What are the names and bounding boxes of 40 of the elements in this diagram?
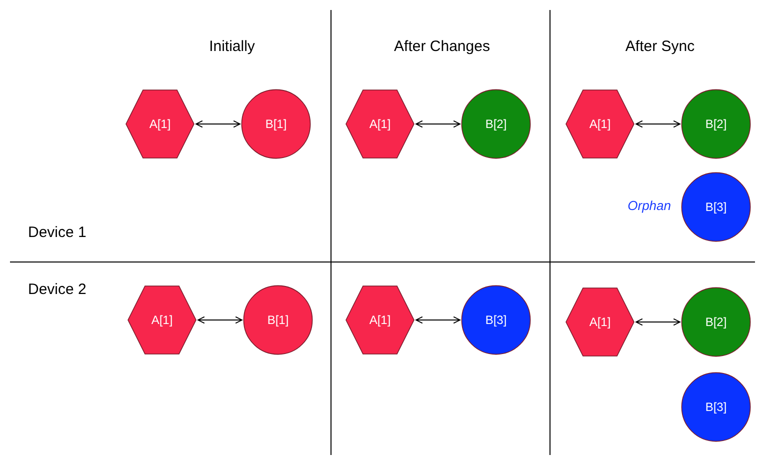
circle-node [241, 89, 311, 159]
circle-node [681, 89, 751, 159]
hexagon-node [565, 287, 635, 357]
hexagon-node [127, 285, 197, 355]
double-arrow [198, 316, 242, 324]
double-arrow [636, 318, 680, 326]
node-label: B[2] [704, 315, 728, 329]
circle-node [243, 285, 313, 355]
row-header: Device 1 [28, 224, 86, 241]
row-header: Device 2 [28, 281, 86, 298]
node-label: A[1] [588, 117, 612, 131]
node-label: B[2] [484, 117, 508, 131]
column-header: After Sync [625, 38, 695, 55]
circle-node [461, 285, 531, 355]
node-label: A[1] [148, 117, 172, 131]
circle-node [461, 89, 531, 159]
node-label: B[3] [484, 313, 508, 327]
double-arrow [196, 120, 240, 128]
node-label: B[2] [704, 117, 728, 131]
double-arrow [416, 316, 460, 324]
node-label: A[1] [368, 117, 392, 131]
circle-node [681, 287, 751, 357]
double-arrow [636, 120, 680, 128]
node-label: B[1] [264, 117, 288, 131]
circle-node [681, 372, 751, 442]
hexagon-node [345, 89, 415, 159]
column-header: Initially [209, 38, 255, 55]
node-label: A[1] [588, 315, 612, 329]
node-label: B[3] [704, 200, 728, 214]
node-label: A[1] [368, 313, 392, 327]
node-label: B[1] [266, 313, 290, 327]
node-label: A[1] [150, 313, 174, 327]
node-label: B[3] [704, 400, 728, 414]
hexagon-node [125, 89, 195, 159]
double-arrow [416, 120, 460, 128]
column-header: After Changes [394, 38, 490, 55]
note-text: Orphan [628, 198, 671, 213]
hexagon-node [345, 285, 415, 355]
circle-node [681, 172, 751, 242]
hexagon-node [565, 89, 635, 159]
